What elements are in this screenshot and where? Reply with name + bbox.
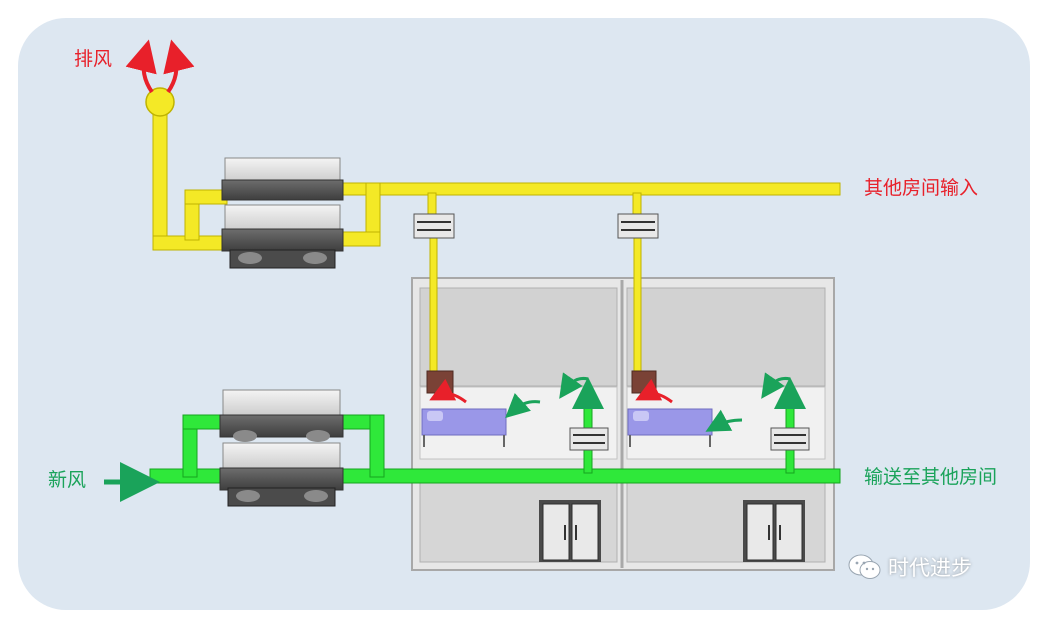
exhaust-damper-right bbox=[617, 213, 659, 239]
exhaust-grille-left bbox=[426, 370, 454, 394]
to-other-rooms-label: 输送至其他房间 bbox=[864, 466, 998, 488]
exhaust-unit-upper bbox=[221, 157, 344, 201]
exhaust-unit-lower bbox=[221, 204, 344, 269]
other-rooms-input-label: 其他房间输入 bbox=[864, 177, 979, 199]
bed-left bbox=[421, 408, 507, 447]
fresh-air-unit-upper bbox=[219, 389, 344, 442]
watermark-text: 时代进步 bbox=[888, 556, 972, 580]
ceiling-right bbox=[626, 287, 826, 387]
exhaust-grille-right bbox=[631, 370, 657, 394]
door-left bbox=[539, 500, 601, 562]
exhaust-system bbox=[145, 87, 841, 394]
fresh-air-unit-lower bbox=[219, 442, 344, 507]
wechat-icon bbox=[848, 554, 881, 579]
watermark: 时代进步 bbox=[848, 552, 972, 582]
door-right bbox=[743, 500, 805, 562]
exhaust-cap bbox=[145, 87, 175, 117]
ceiling-left bbox=[419, 287, 618, 387]
supply-damper-left bbox=[569, 427, 609, 451]
exhaust-damper-left bbox=[413, 213, 455, 239]
exhaust-label: 排风 bbox=[74, 48, 113, 70]
bed-right bbox=[627, 408, 713, 447]
fresh-air-label: 新风 bbox=[48, 469, 87, 491]
building bbox=[411, 277, 835, 571]
supply-damper-right bbox=[770, 427, 810, 451]
